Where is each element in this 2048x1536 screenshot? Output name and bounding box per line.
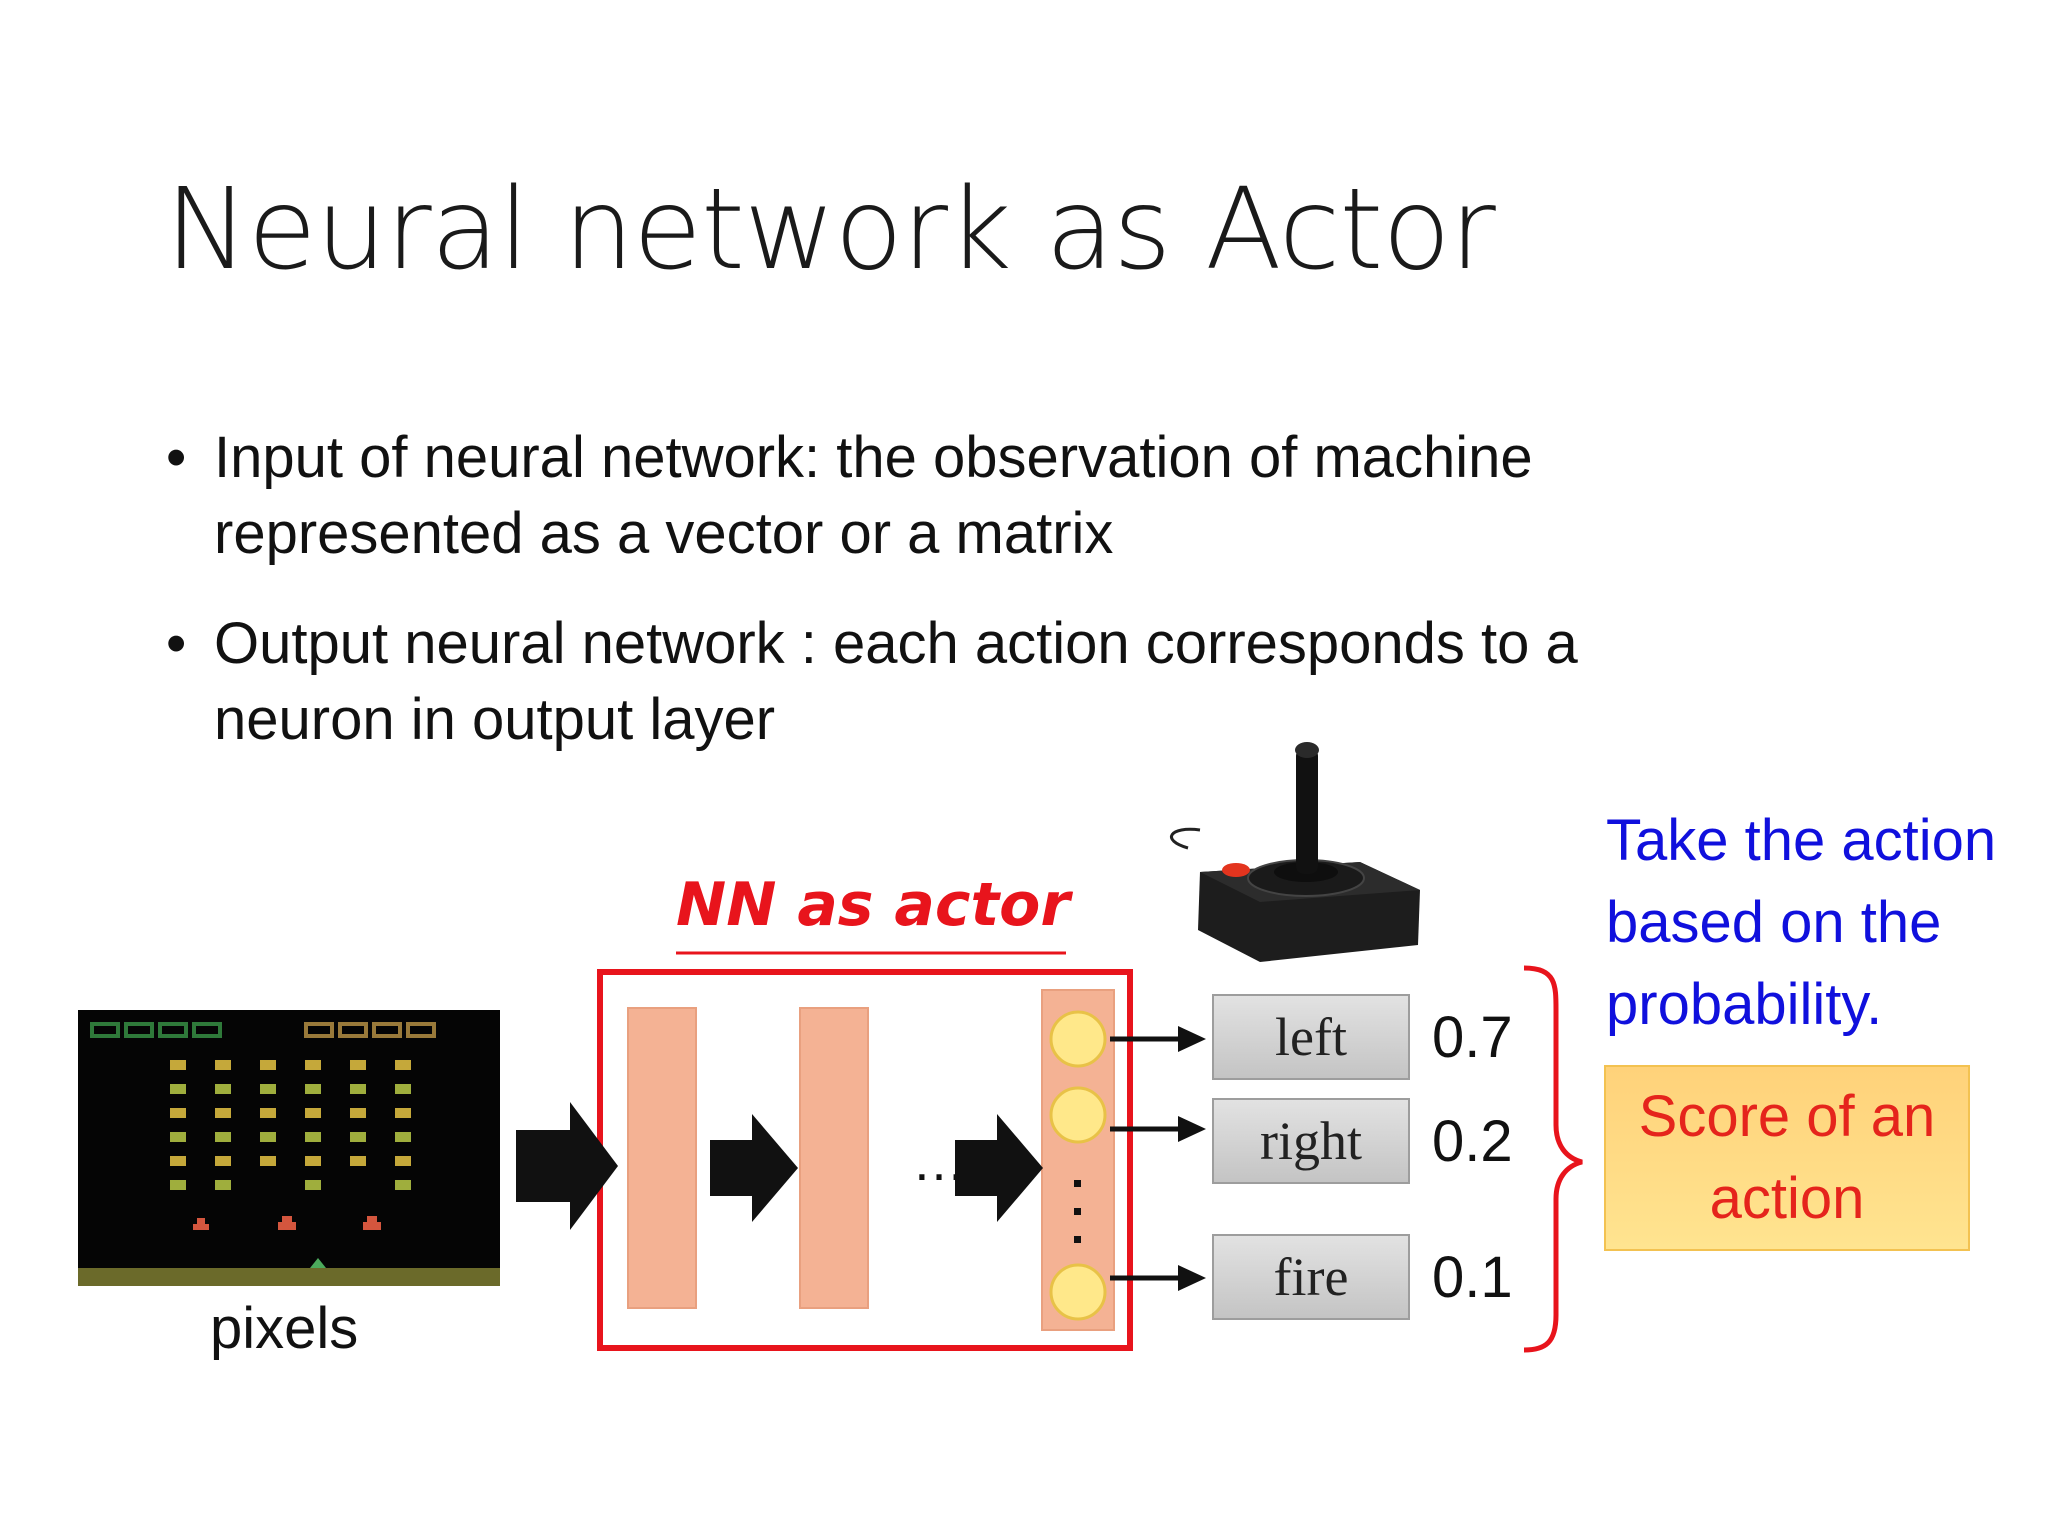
action-label: right xyxy=(1260,1111,1362,1171)
alien-sprite xyxy=(170,1156,186,1166)
layer-ellipsis: … xyxy=(912,1132,966,1192)
alien-sprite xyxy=(305,1156,321,1166)
alien-sprite xyxy=(350,1084,366,1094)
alien-sprite xyxy=(215,1156,231,1166)
alien-sprite xyxy=(350,1108,366,1118)
score-box: Score of an action xyxy=(1604,1065,1970,1251)
alien-sprite xyxy=(395,1060,411,1070)
alien-sprite xyxy=(395,1132,411,1142)
bullet-text: Input of neural network: the observation… xyxy=(214,425,1533,566)
alien-sprite xyxy=(395,1180,411,1190)
vertical-ellipsis xyxy=(1074,1180,1081,1243)
arrow-right-icon xyxy=(955,1114,1043,1222)
alien-sprite xyxy=(215,1084,231,1094)
alien-sprite xyxy=(305,1108,321,1118)
alien-sprite xyxy=(395,1156,411,1166)
joystick-icon xyxy=(1170,742,1420,962)
alien-sprite xyxy=(350,1132,366,1142)
alien-sprite xyxy=(350,1060,366,1070)
take-action-note: Take the action based on the probability… xyxy=(1606,808,1997,1037)
neuron-fire xyxy=(1049,1263,1107,1321)
alien-sprite xyxy=(260,1060,276,1070)
prob-fire: 0.1 xyxy=(1432,1245,1513,1310)
bullet-list: • Input of neural network: the observati… xyxy=(160,420,1760,792)
action-fire-box: fire xyxy=(1212,1234,1410,1320)
bullet-marker: • xyxy=(166,611,187,676)
hidden-layer-2 xyxy=(799,1007,869,1309)
slide-title: Neural network as Actor xyxy=(165,165,1496,295)
neuron-left xyxy=(1049,1010,1107,1068)
alien-sprite xyxy=(260,1156,276,1166)
alien-sprite xyxy=(305,1084,321,1094)
action-right-box: right xyxy=(1212,1098,1410,1184)
prob-left: 0.7 xyxy=(1432,1005,1513,1070)
space-invaders-image xyxy=(78,1010,500,1286)
alien-sprite xyxy=(170,1060,186,1070)
bullet-output: • Output neural network : each action co… xyxy=(160,606,1760,758)
action-left-box: left xyxy=(1212,994,1410,1080)
alien-sprite xyxy=(215,1132,231,1142)
bullet-text: Output neural network : each action corr… xyxy=(214,611,1578,752)
alien-sprite xyxy=(170,1132,186,1142)
alien-sprite xyxy=(170,1084,186,1094)
alien-sprite xyxy=(260,1084,276,1094)
bullet-marker: • xyxy=(166,425,187,490)
action-label: fire xyxy=(1273,1247,1349,1307)
hidden-layer-1 xyxy=(627,1007,697,1309)
alien-sprite xyxy=(305,1060,321,1070)
alien-sprite xyxy=(395,1108,411,1118)
output-arrows xyxy=(1110,1026,1206,1291)
prob-right: 0.2 xyxy=(1432,1109,1513,1174)
alien-sprite xyxy=(215,1060,231,1070)
alien-sprite xyxy=(260,1132,276,1142)
arrow-right-icon xyxy=(516,1102,618,1230)
brace-icon xyxy=(1523,965,1583,1353)
alien-sprite xyxy=(305,1132,321,1142)
alien-sprite xyxy=(170,1108,186,1118)
alien-sprite xyxy=(215,1108,231,1118)
nn-title: NN as actor xyxy=(676,870,1070,940)
alien-sprite xyxy=(305,1180,321,1190)
alien-sprite xyxy=(260,1108,276,1118)
alien-sprite xyxy=(215,1180,231,1190)
score-note: Score of an action xyxy=(1638,1084,1936,1231)
action-label: left xyxy=(1275,1007,1347,1067)
alien-sprite xyxy=(350,1156,366,1166)
arrow-right-icon xyxy=(710,1114,798,1222)
game-screenshot xyxy=(78,1010,500,1286)
alien-sprite xyxy=(170,1180,186,1190)
alien-sprite xyxy=(395,1084,411,1094)
bullet-input: • Input of neural network: the observati… xyxy=(160,420,1760,572)
input-label: pixels xyxy=(210,1296,359,1361)
neuron-right xyxy=(1049,1086,1107,1144)
